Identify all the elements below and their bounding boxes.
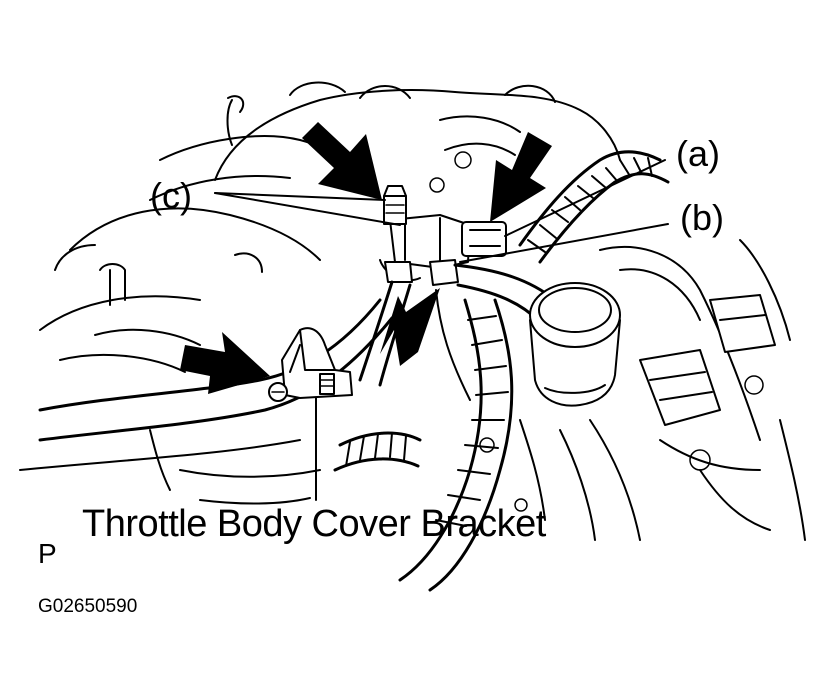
pointer-arrows — [180, 122, 552, 394]
callout-c-label: (c) — [150, 175, 192, 216]
throttle-body-cover-bracket — [268, 327, 353, 501]
bracket-part-label: Throttle Body Cover Bracket — [82, 503, 546, 545]
lower-engine — [179, 419, 546, 521]
arrow-bracket-icon — [180, 332, 270, 394]
left-hose — [19, 298, 394, 491]
vsv-assembly — [379, 185, 507, 286]
intake-manifold — [39, 81, 621, 373]
callout-a-label: (a) — [676, 133, 720, 174]
arrow-upper-left-icon — [302, 122, 382, 200]
reservoir-cap — [529, 282, 621, 407]
leader-lines — [214, 159, 669, 263]
wire-harness — [333, 150, 670, 592]
figure-code: G02650590 — [38, 596, 138, 617]
right-engine-detail — [559, 239, 806, 541]
arrow-upper-right-icon — [490, 132, 552, 222]
view-letter: P — [38, 538, 57, 569]
arrow-center-up-icon — [380, 288, 440, 366]
callout-b-label: (b) — [680, 197, 724, 238]
